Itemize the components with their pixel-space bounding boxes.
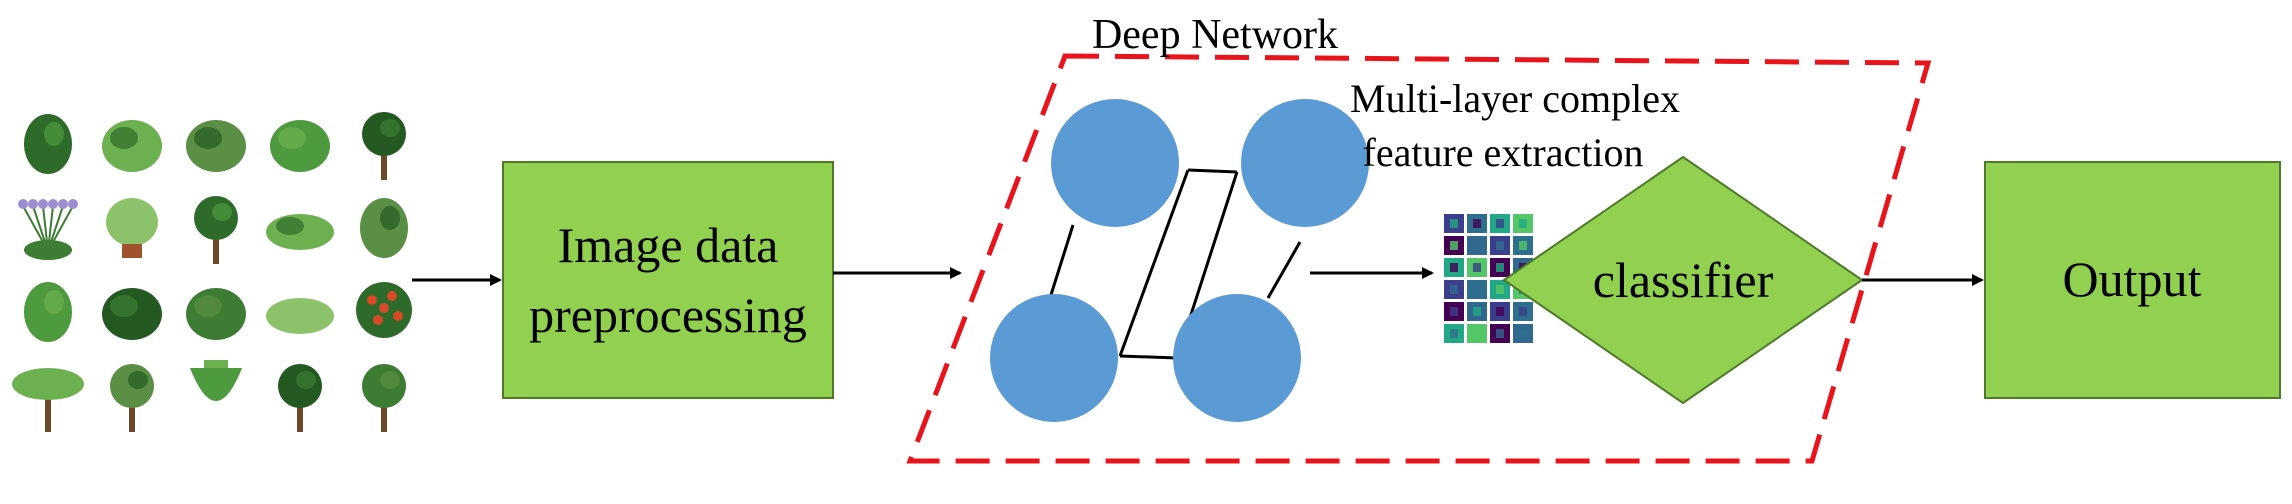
feature-extraction-label-line1: Multi-layer complex (1350, 76, 1680, 121)
plant-thumbnail-icon (362, 364, 406, 432)
feature-extraction-label-line2: feature extraction (1363, 130, 1644, 175)
plant-thumbnail-icon (362, 112, 406, 180)
network-node (1051, 99, 1179, 227)
deep-network-boundary (906, 53, 1932, 464)
network-node (1241, 99, 1369, 227)
plant-thumbnail-icon (12, 368, 84, 432)
preprocessing-label-line1: Image data (558, 217, 779, 273)
classifier-diamond (1502, 155, 1864, 405)
preprocessing-box (502, 161, 834, 399)
plant-thumbnail-icon (278, 364, 322, 432)
plant-thumbnail-icon (18, 199, 78, 260)
network-node (1173, 294, 1301, 422)
plant-thumbnail-icon (102, 288, 162, 340)
plant-thumbnail-icon (266, 298, 334, 334)
plant-thumbnail-icon (186, 120, 246, 172)
plant-thumbnail-icon (106, 198, 158, 258)
network-node (990, 294, 1118, 422)
plant-thumbnail-icon (110, 364, 154, 432)
preprocessing-label-line2: preprocessing (529, 287, 807, 343)
plant-image-grid (12, 112, 412, 432)
output-label: Output (2063, 251, 2202, 307)
plant-thumbnail-icon (102, 120, 162, 172)
output-box (1984, 161, 2281, 399)
plant-thumbnail-icon (186, 288, 246, 340)
plant-thumbnail-icon (356, 282, 412, 338)
plant-thumbnail-icon (360, 198, 408, 258)
plant-thumbnail-icon (270, 120, 330, 172)
plant-thumbnail-icon (266, 214, 334, 250)
deep-network-label: Deep Network (1092, 12, 1338, 58)
plant-thumbnail-icon (194, 196, 238, 264)
plant-thumbnail-icon (24, 114, 72, 174)
plant-thumbnail-icon (24, 282, 72, 342)
classifier-label: classifier (1593, 252, 1774, 308)
plant-thumbnail-icon (190, 360, 242, 401)
